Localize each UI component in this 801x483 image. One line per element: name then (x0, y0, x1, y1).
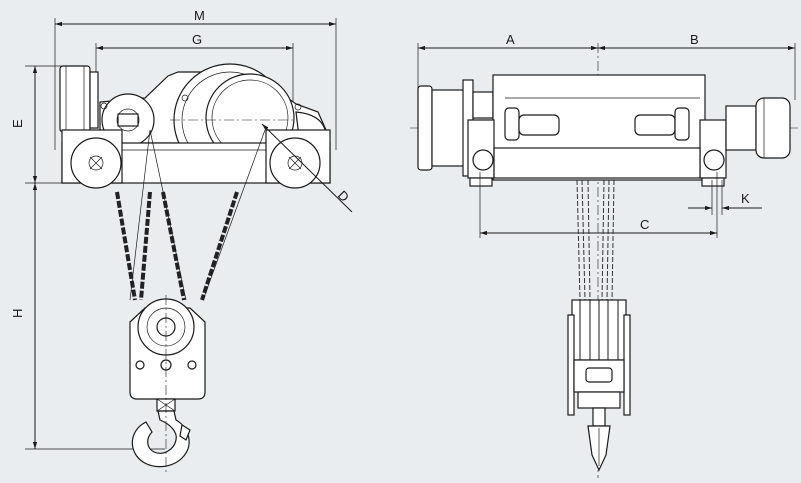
right-motor-body (755, 97, 791, 159)
rope (601, 179, 605, 301)
limit-switch-right (634, 114, 676, 136)
guard-bolt (100, 102, 108, 110)
front-ropes (576, 179, 615, 301)
side-plate-left (567, 314, 575, 416)
wheel-right-cross (288, 156, 302, 170)
wheel-left-hub (88, 155, 104, 171)
rope (115, 191, 137, 301)
front-wheel-right (703, 149, 725, 171)
side-hook-block (129, 295, 206, 475)
rope (587, 179, 591, 301)
dimension-a-b: A B (417, 32, 796, 100)
hook-block-bolt (135, 360, 145, 370)
crosshead-bottom (577, 391, 621, 409)
right-gearbox (725, 105, 757, 151)
foot-right (701, 177, 725, 187)
rope-guide (202, 129, 266, 301)
hook (131, 410, 190, 468)
rope (611, 179, 615, 301)
hook-latch (179, 424, 191, 441)
brake-left (504, 107, 520, 141)
hook-block-bolt (187, 360, 197, 370)
dimension-c-label: C (640, 217, 649, 232)
rope (576, 179, 581, 301)
front-wheel-left (472, 149, 494, 171)
side-ropes (115, 129, 266, 301)
side-plate-right (623, 314, 631, 416)
dimension-m-label: M (194, 8, 205, 23)
rope (161, 191, 186, 301)
foot-left (469, 177, 493, 187)
dimension-c: C (479, 172, 718, 238)
motor-end-cap (417, 85, 433, 171)
dimension-g-label: G (192, 32, 202, 47)
dimension-a-label: A (506, 32, 515, 47)
left-sheave-hub (117, 113, 139, 127)
rope (139, 191, 152, 301)
side-view: M G E H (10, 8, 353, 475)
front-frame (467, 119, 727, 187)
front-view: A B (410, 32, 800, 478)
dimension-e-label: E (10, 119, 25, 128)
crosshead (573, 359, 625, 393)
dimension-d-line (261, 123, 353, 213)
rope-guide (149, 129, 187, 301)
housing-bolt (181, 94, 189, 102)
rope (606, 179, 610, 301)
limit-switch-left (518, 114, 560, 136)
side-motor-body (59, 65, 91, 133)
motor-coupling (472, 91, 494, 119)
dimension-m: M (54, 8, 337, 150)
dimension-h-label: H (10, 309, 25, 318)
motor-body (431, 89, 465, 167)
dimension-k-label: K (741, 191, 750, 206)
front-right-motor (725, 97, 791, 159)
left-sheave-inner (116, 108, 140, 132)
rope (200, 191, 239, 301)
side-motor-flange (89, 71, 99, 129)
front-hook-block (567, 299, 631, 472)
hook-shank (592, 407, 606, 427)
frame-bottom-beam (493, 147, 701, 179)
dimension-b-label: B (690, 32, 699, 47)
crosshead-nut (585, 367, 613, 383)
side-frame (61, 129, 331, 189)
side-motor (59, 65, 99, 133)
rope (581, 179, 586, 301)
dimension-k: K (688, 180, 762, 215)
dimension-d-label: D (335, 188, 352, 205)
brake-right (674, 107, 690, 141)
guard-bolt (294, 103, 302, 111)
wheel-left-cross (89, 156, 103, 170)
rope-guide (129, 129, 151, 301)
